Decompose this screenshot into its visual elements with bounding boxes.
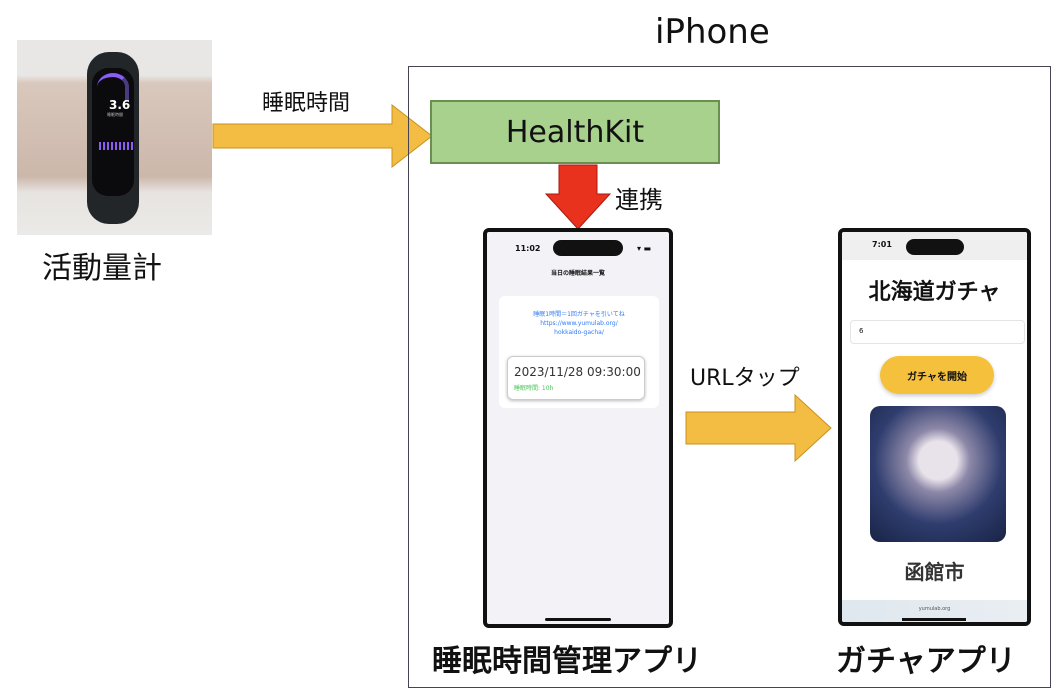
home-indicator: [545, 618, 611, 621]
status-time: 11:02: [515, 244, 541, 253]
url-tap-label: URLタップ: [690, 366, 800, 391]
gacha-app-screen: 7:01 北海道ガチャ 6 ガチャを開始 函館市 yumulab.org: [838, 228, 1031, 626]
gacha-title: 北海道ガチャ: [868, 280, 1001, 305]
sleep-app-title: 当日の睡眠結果一覧: [550, 270, 605, 277]
device-label: 活動量計: [42, 251, 162, 286]
right-arrow-icon: [212, 104, 433, 168]
progress-arc: [97, 73, 129, 101]
result-city: 函館市: [904, 560, 965, 584]
iphone-container: [408, 66, 1051, 688]
sleep-wave: [99, 142, 133, 150]
status-time: 7:01: [872, 240, 892, 249]
right-arrow-icon: [685, 394, 832, 462]
count-input[interactable]: 6: [850, 320, 1025, 344]
status-icons: ▾ ▬: [637, 244, 652, 253]
sleep-record[interactable]: 2023/11/28 09:30:00 睡眠時間: 10h: [507, 356, 645, 400]
dynamic-island: [553, 240, 623, 256]
sleep-app-label: 睡眠時間管理アプリ: [432, 644, 702, 679]
browser-bar: yumulab.org: [842, 600, 1027, 622]
home-indicator: [902, 618, 966, 621]
healthkit-box: HealthKit: [430, 100, 720, 164]
arrow1-label: 睡眠時間: [262, 91, 351, 116]
fitness-band-photo: 3.6 睡眠時間: [17, 40, 212, 235]
link-label: 連携: [615, 186, 663, 214]
gacha-app-label: ガチャアプリ: [836, 644, 1016, 679]
band-value: 3.6: [109, 98, 131, 112]
iphone-label: iPhone: [655, 12, 770, 52]
character-image: [870, 406, 1006, 542]
start-gacha-button[interactable]: ガチャを開始: [880, 356, 994, 394]
dynamic-island: [906, 239, 964, 255]
down-arrow-icon: [545, 164, 611, 230]
band-sub: 睡眠時間: [107, 112, 123, 117]
